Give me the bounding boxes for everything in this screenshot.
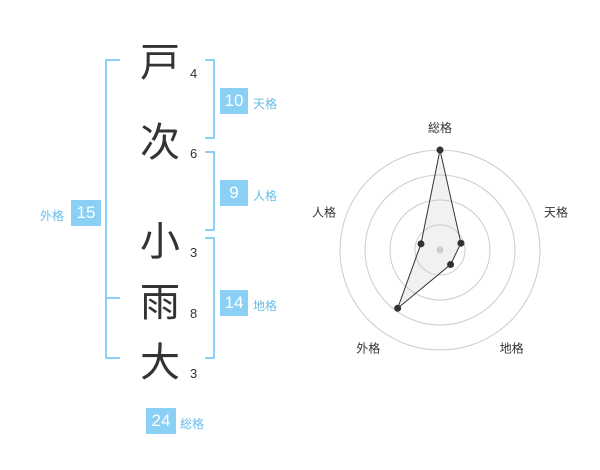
tenkaku-bracket — [205, 59, 215, 139]
tenkaku-badge: 10 — [220, 88, 248, 114]
chikaku-badge: 14 — [220, 290, 248, 316]
gaikaku-label: 外格 — [40, 209, 65, 223]
radar-ring — [389, 199, 491, 301]
name-char-3: 小 — [140, 219, 180, 265]
radar-center-dot — [436, 246, 444, 254]
radar-point-1 — [436, 146, 444, 154]
chikaku-label: 地格 — [253, 299, 278, 313]
radar-point-3 — [447, 261, 455, 269]
radar-point-2 — [457, 239, 465, 247]
radar-series-area — [396, 149, 462, 310]
name-char-4: 雨 — [140, 280, 180, 326]
name-char-1: 戸 — [140, 40, 180, 86]
jinkaku-badge: 9 — [220, 180, 248, 206]
radar-axis-label-1: 総格 — [428, 120, 452, 135]
gaikaku-badge: 15 — [71, 200, 101, 226]
radar-point-4 — [394, 304, 402, 312]
stroke-count-1: 4 — [190, 66, 198, 81]
radar-axis-label-4: 外格 — [356, 341, 380, 356]
jinkaku-label: 人格 — [253, 189, 278, 203]
radar-axis-label-2: 天格 — [544, 204, 568, 219]
radar-axis-label-3: 地格 — [500, 341, 524, 356]
radar-ring — [414, 224, 466, 276]
name-char-5: 大 — [140, 340, 180, 386]
radar-point-5 — [417, 240, 425, 248]
gaikaku-bracket — [105, 59, 120, 359]
tenkaku-label: 天格 — [253, 97, 278, 111]
name-char-2: 次 — [140, 120, 180, 166]
radar-ring — [364, 174, 516, 326]
jinkaku-bracket — [205, 151, 215, 231]
stroke-count-4: 8 — [190, 306, 198, 321]
soukaku-label: 総格 — [180, 417, 205, 431]
stroke-count-2: 6 — [190, 146, 198, 161]
stroke-count-3: 3 — [190, 245, 198, 260]
chikaku-bracket — [205, 237, 215, 359]
radar-axis-label-5: 人格 — [312, 204, 336, 219]
soukaku-badge: 24 — [146, 408, 176, 434]
stroke-count-5: 3 — [190, 366, 198, 381]
